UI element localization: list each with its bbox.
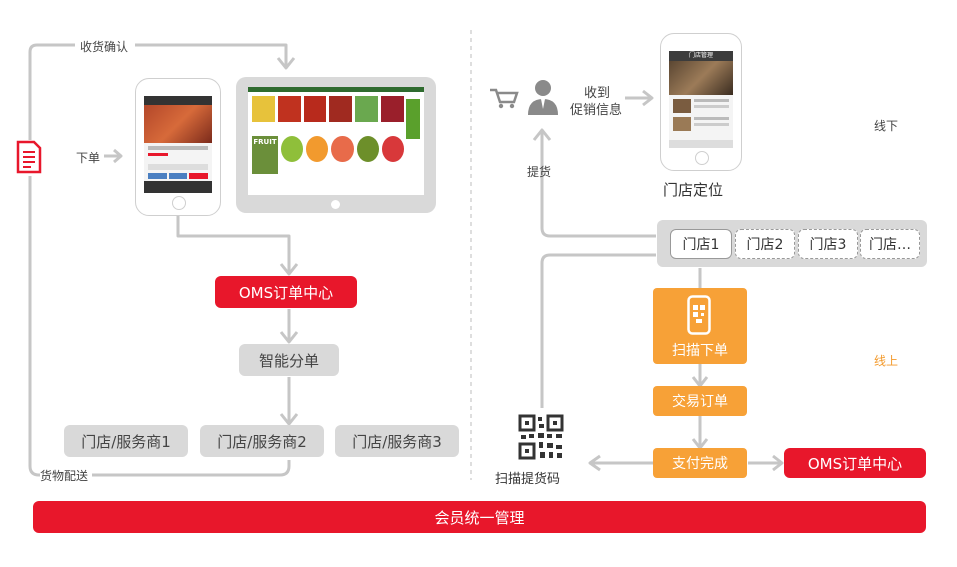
member-management-bar: 会员统一管理 (33, 501, 926, 533)
store-1: 门店1 (670, 229, 732, 259)
phone-screen-store: 门店管理 (669, 51, 733, 148)
store-3: 门店3 (798, 229, 858, 259)
store-provider-2: 门店/服务商2 (200, 425, 324, 457)
smart-split-box: 智能分单 (239, 344, 339, 376)
payment-done-box: 支付完成 (653, 448, 747, 478)
phone-qr-icon (687, 295, 711, 335)
qr-code-icon (518, 414, 564, 460)
fruit-banner: FRUIT (252, 136, 278, 174)
phone-screen (144, 96, 212, 193)
pickup-label: 提货 (527, 165, 552, 179)
tablet-home-button (331, 200, 340, 209)
receive-label-line2: 促销信息 (570, 103, 623, 118)
cart-icon (488, 86, 520, 110)
oms-order-center-right: OMS订单中心 (784, 448, 926, 478)
oms-order-center-left: OMS订单中心 (215, 276, 357, 308)
trade-order-box: 交易订单 (653, 386, 747, 416)
place-order-label: 下单 (76, 151, 101, 165)
delivery-label: 货物配送 (40, 469, 89, 483)
receipt-confirm-label: 收货确认 (80, 40, 129, 54)
receive-label-line1: 收到 (584, 86, 611, 101)
online-label: 线上 (874, 354, 899, 368)
document-icon (16, 140, 42, 174)
store-location-label: 门店定位 (663, 181, 724, 199)
offline-label: 线下 (874, 119, 899, 133)
phone-mockup-shop (135, 78, 221, 216)
tablet-screen: FRUIT (248, 87, 424, 195)
tablet-mockup: FRUIT (236, 77, 436, 213)
home-button (172, 196, 186, 210)
scan-order-box: 扫描下单 (653, 288, 747, 364)
store-2: 门店2 (735, 229, 795, 259)
scan-pickup-code-label: 扫描提货码 (495, 472, 561, 487)
phone-header: 门店管理 (669, 51, 733, 61)
scan-order-label: 扫描下单 (672, 343, 728, 359)
phone-mockup-store: 门店管理 (660, 33, 742, 171)
user-icon (526, 78, 560, 116)
store-provider-1: 门店/服务商1 (64, 425, 188, 457)
home-button-store (695, 151, 709, 165)
store-more: 门店… (860, 229, 920, 259)
store-provider-3: 门店/服务商3 (335, 425, 459, 457)
